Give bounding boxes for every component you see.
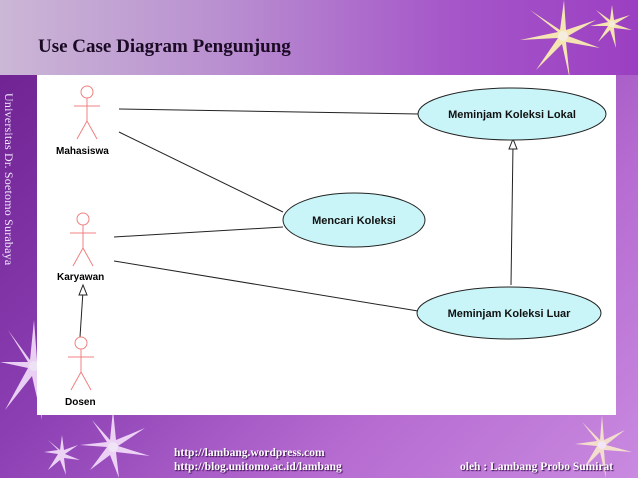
association-karyawan-luar: [113, 260, 419, 312]
generalization-arrowhead-lokal: [508, 137, 518, 150]
footer-author: oleh : Lambang Probo Sumirat: [460, 461, 614, 473]
vertical-university-label: Universitas Dr. Soetomo Surabaya: [2, 93, 16, 266]
sparkle-decoration-bottom-right: [575, 415, 632, 478]
footer-url-blog[interactable]: http://blog.unitomo.ac.id/lambang: [174, 461, 342, 473]
actor-label-dosen: Dosen: [65, 397, 96, 408]
usecase-label-luar: Meminjam Koleksi Luar: [448, 308, 572, 320]
generalization-arrowhead-karyawan: [78, 283, 88, 296]
actor-label-karyawan: Karyawan: [57, 272, 104, 283]
footer-url-wordpress[interactable]: http://lambang.wordpress.com: [174, 447, 325, 459]
actor-karyawan[interactable]: [70, 212, 96, 267]
title-band: [0, 0, 638, 75]
sparkle-decoration-top-right: [520, 0, 632, 80]
association-mahasiswa-mencari: [118, 131, 284, 213]
generalization-luar-lokal: [510, 144, 514, 286]
actor-dosen[interactable]: [68, 336, 94, 391]
usecase-label-mencari: Mencari Koleksi: [312, 215, 396, 227]
usecase-mencari-koleksi[interactable]: Mencari Koleksi: [282, 192, 426, 248]
usecase-meminjam-koleksi-luar[interactable]: Meminjam Koleksi Luar: [416, 286, 602, 340]
usecase-meminjam-koleksi-lokal[interactable]: Meminjam Koleksi Lokal: [417, 87, 607, 141]
generalization-dosen-karyawan: [79, 290, 84, 338]
diagram-canvas: Mahasiswa Karyawan Dosen: [37, 75, 616, 415]
association-karyawan-mencari: [113, 226, 284, 238]
usecase-label-lokal: Meminjam Koleksi Lokal: [448, 109, 576, 121]
page-title: Use Case Diagram Pengunjung: [38, 36, 291, 57]
association-mahasiswa-lokal: [118, 108, 420, 115]
actor-mahasiswa[interactable]: [74, 85, 100, 140]
actor-label-mahasiswa: Mahasiswa: [56, 146, 109, 157]
use-case-diagram: Mahasiswa Karyawan Dosen: [56, 85, 607, 408]
